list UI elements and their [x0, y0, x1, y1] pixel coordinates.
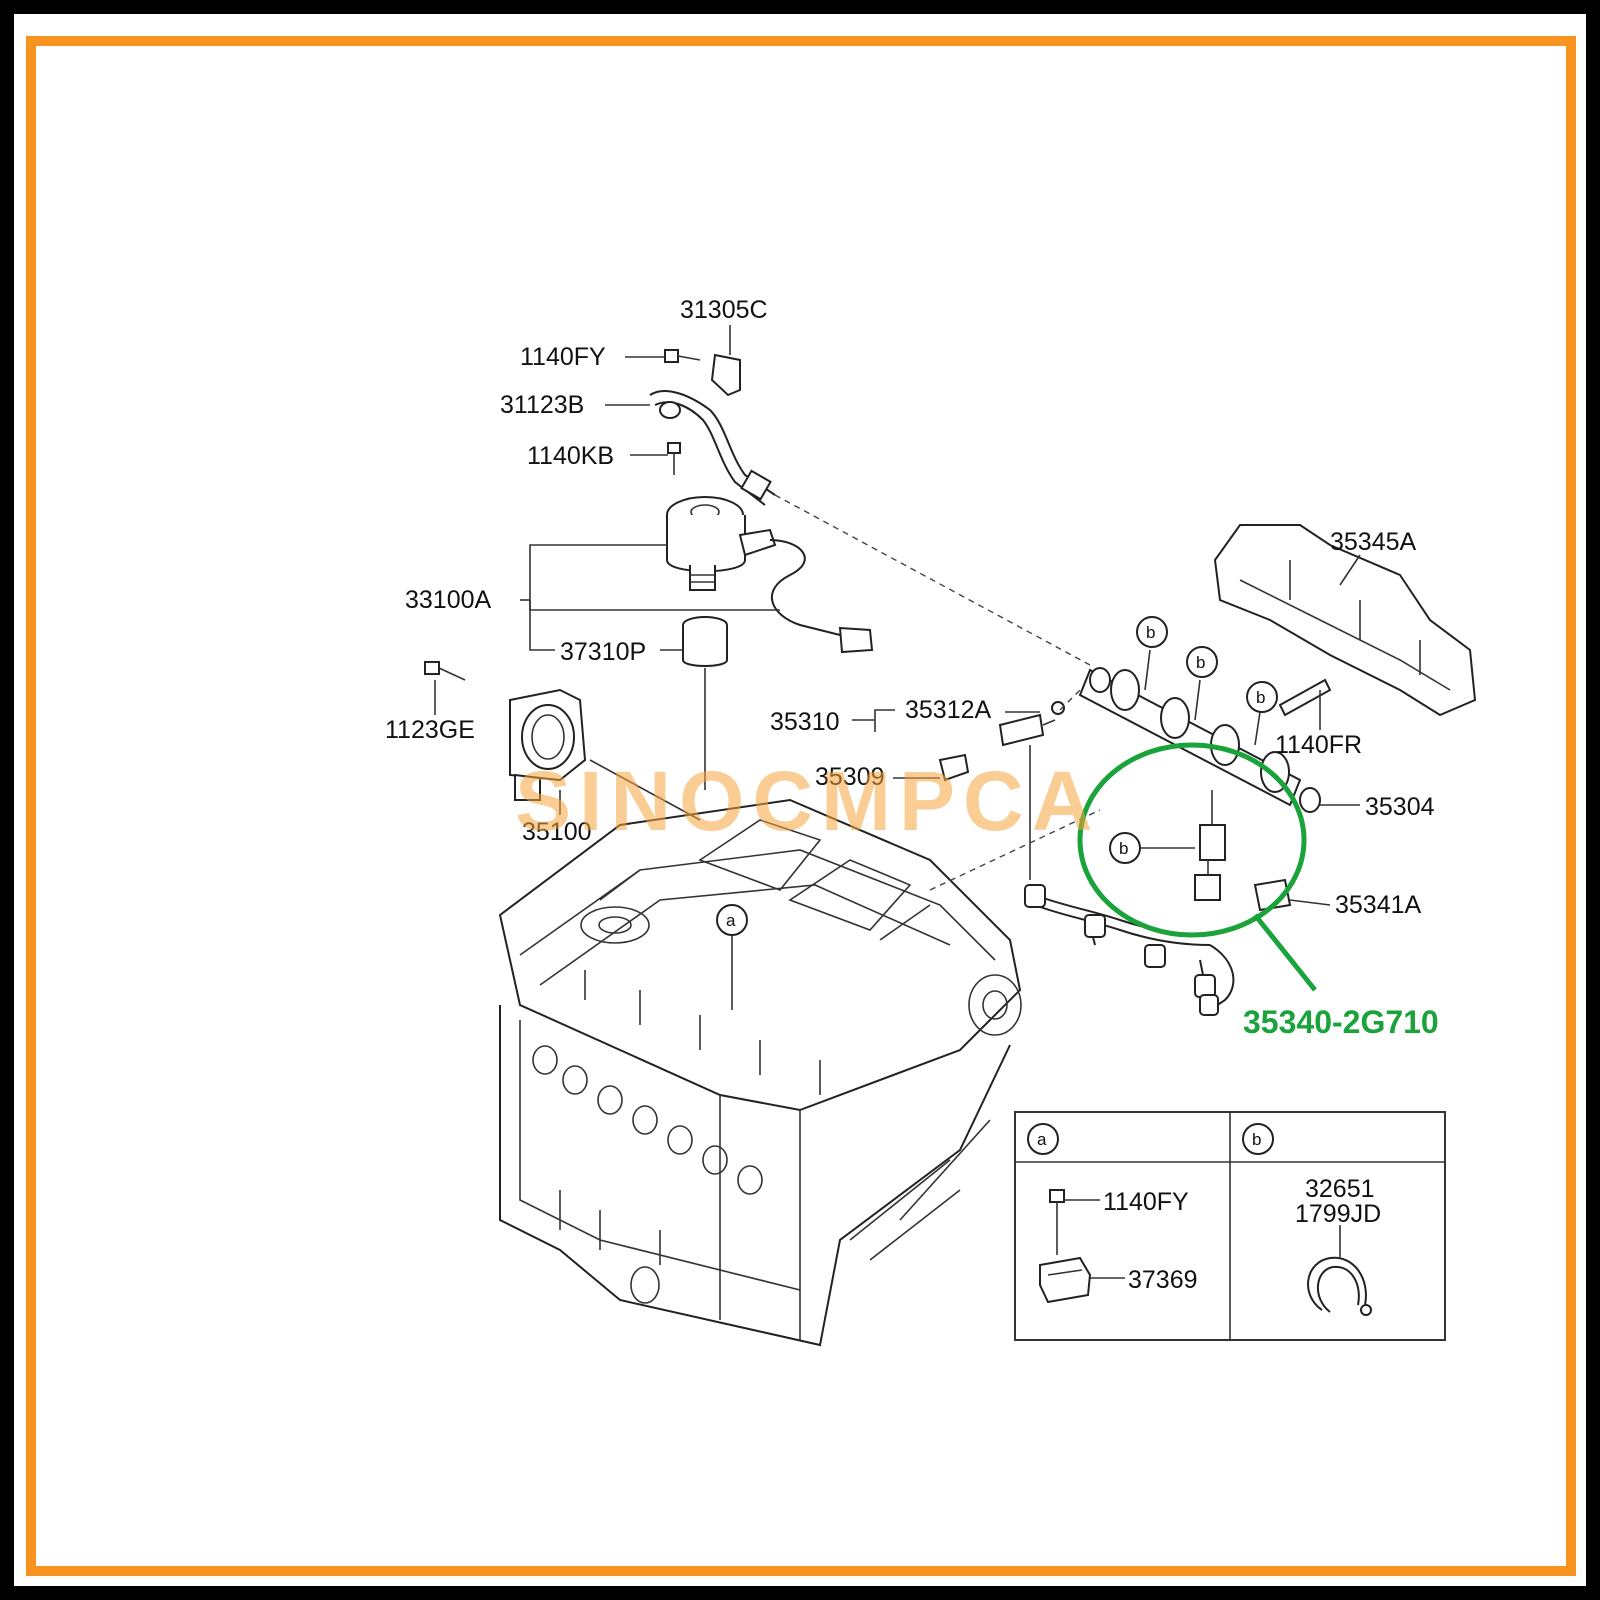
- label-35345a: 35345A: [1330, 528, 1417, 556]
- label-35312a: 35312A: [905, 696, 992, 724]
- callout-b-circle-3: [1246, 681, 1278, 713]
- detail-table: a b 1140FY 37369 32651 1799JD: [1014, 1111, 1446, 1341]
- callout-a-circle: [716, 904, 748, 936]
- label-35309: 35309: [815, 763, 885, 791]
- hose-clamp-drawing: [1307, 1225, 1372, 1316]
- callout-b-circle-1: [1136, 616, 1168, 648]
- table-header-a: a: [1037, 1130, 1047, 1149]
- table-b-item-1: 32651: [1305, 1175, 1375, 1203]
- table-header-b: b: [1252, 1130, 1261, 1149]
- label-1140fy-top: 1140FY: [520, 343, 606, 371]
- callout-a-letter: a: [726, 911, 736, 930]
- callout-b-letter-1: b: [1146, 623, 1155, 642]
- fuel-pump-drawing: [649, 349, 874, 790]
- label-37310p: 37310P: [560, 638, 646, 666]
- callout-b-letter-4: b: [1119, 839, 1128, 858]
- label-35310: 35310: [770, 708, 840, 736]
- label-1140fr: 1140FR: [1275, 731, 1362, 759]
- leader-lines: [434, 325, 1361, 1010]
- label-33100a: 33100A: [405, 586, 492, 614]
- bolt-bracket-drawing: [1039, 1189, 1125, 1304]
- label-35341a: 35341A: [1335, 891, 1422, 919]
- highlight-marker: [1077, 742, 1317, 992]
- label-35100: 35100: [522, 818, 592, 846]
- throttle-body-drawing: [424, 661, 701, 821]
- label-31305c: 31305C: [680, 296, 768, 324]
- table-header-a-circle: [1027, 1123, 1059, 1155]
- label-31123b: 31123B: [500, 391, 584, 419]
- callout-b-letter-3: b: [1256, 688, 1265, 707]
- fuel-rail-drawing: [938, 524, 1477, 880]
- table-header-b-circle: [1242, 1123, 1274, 1155]
- wiring-harness-drawing: [1024, 790, 1292, 1016]
- alignment-lines: [774, 494, 1101, 891]
- label-1140kb: 1140KB: [527, 442, 614, 470]
- engine-block-drawing: [498, 798, 1022, 1347]
- table-a-item-1: 1140FY: [1103, 1188, 1189, 1216]
- table-a-item-2: 37369: [1128, 1266, 1198, 1294]
- watermark-text: SINOCMPCA: [515, 754, 1100, 848]
- label-1123ge: 1123GE: [385, 716, 475, 744]
- callout-b-letter-2: b: [1196, 653, 1205, 672]
- callout-b-circle-2: [1186, 646, 1218, 678]
- table-b-item-2: 1799JD: [1295, 1200, 1381, 1228]
- callout-bubbles: a b b b b: [716, 616, 1278, 936]
- part-labels: 31305C 1140FY 31123B 1140KB 33100A 37310…: [385, 296, 1439, 1040]
- label-35304: 35304: [1365, 793, 1435, 821]
- highlight-part-number: 35340-2G710: [1243, 1004, 1439, 1040]
- callout-b-circle-4: [1109, 832, 1141, 864]
